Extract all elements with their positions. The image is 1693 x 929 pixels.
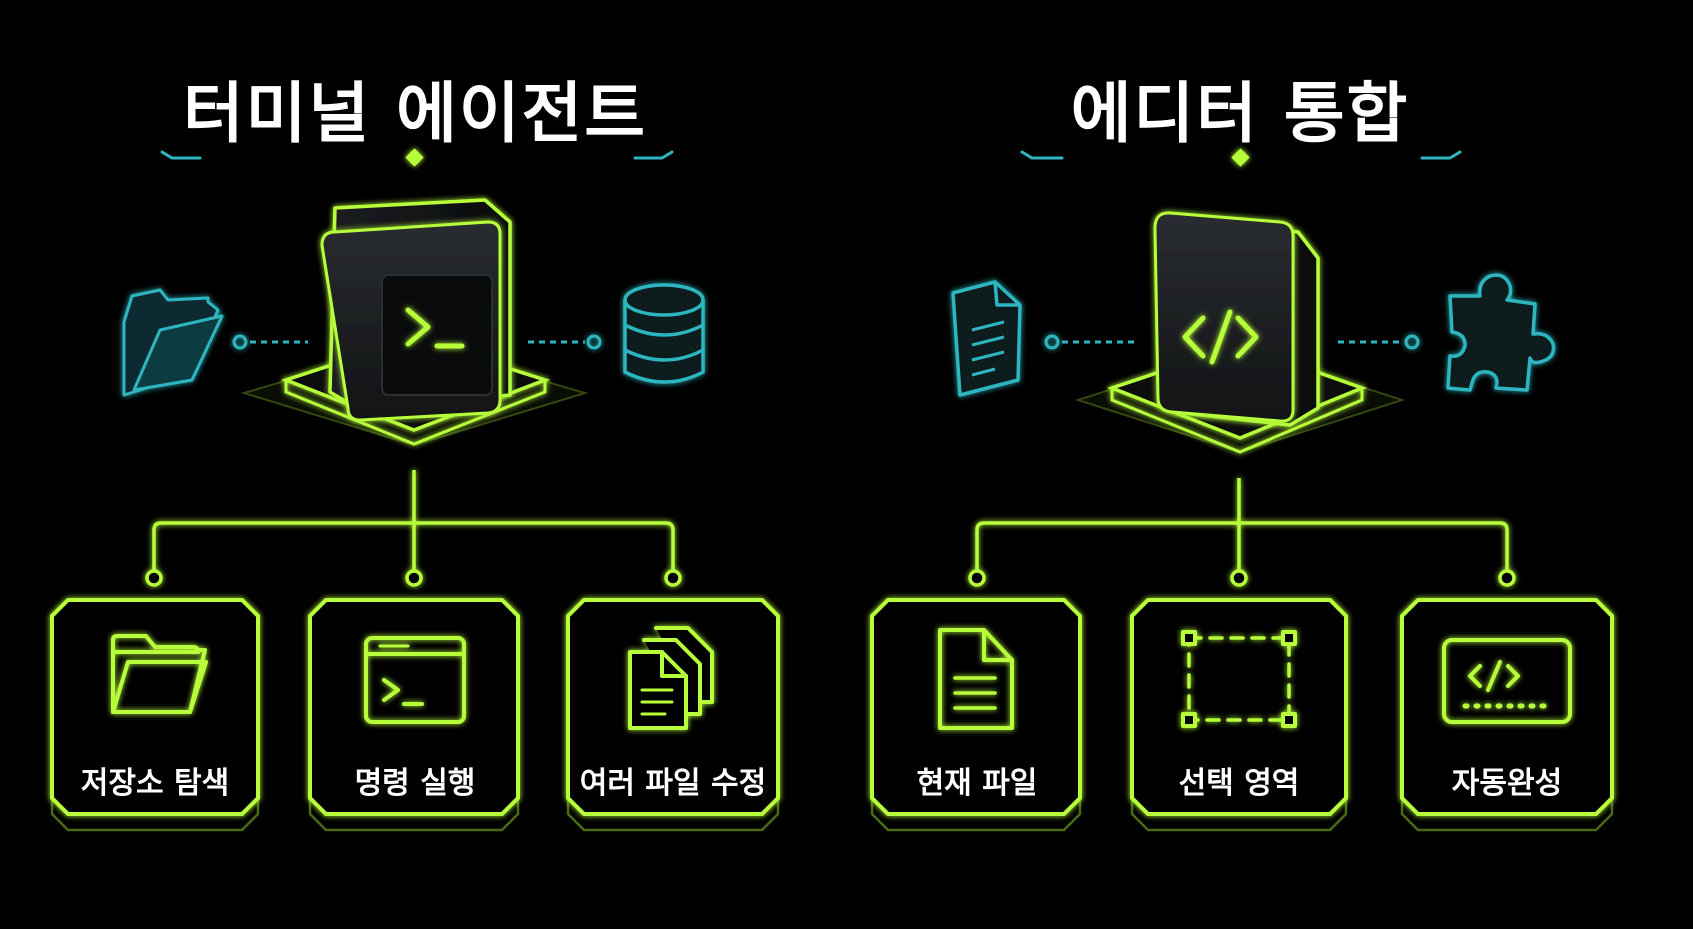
puzzle-connector <box>1338 334 1420 350</box>
puzzle-piece-icon <box>1446 273 1556 392</box>
editor-integration-title: 에디터 통합 <box>1070 75 1410 152</box>
editor-tree-connector <box>968 478 1516 587</box>
card-label-autocomplete: 자동완성 <box>1451 766 1563 801</box>
card-label-run-command: 명령 실행 <box>354 766 476 801</box>
feature-cards <box>50 598 1614 832</box>
card-multiple-files-icon <box>628 626 714 730</box>
editor-cube <box>1153 211 1320 427</box>
terminal-agent-title: 터미널 에이전트 <box>182 75 648 152</box>
card-selection-area-icon <box>1181 630 1297 728</box>
document-connector <box>1044 334 1138 350</box>
card-terminal-window-icon <box>364 636 466 724</box>
card-document-icon <box>938 628 1014 730</box>
document-icon <box>951 280 1022 397</box>
folder-connector <box>232 334 308 350</box>
card-label-multi-file-edit: 여러 파일 수정 <box>579 766 767 801</box>
title-divider <box>160 148 674 167</box>
terminal-cube <box>320 198 512 422</box>
title-divider <box>1020 148 1462 167</box>
card-folder-icon <box>111 634 208 714</box>
terminal-prompt-icon <box>405 307 465 349</box>
folder-icon <box>122 288 224 397</box>
card-label-selection: 선택 영역 <box>1178 766 1300 801</box>
database-icon <box>623 283 705 384</box>
code-brackets-icon <box>1182 309 1259 365</box>
database-connector <box>528 334 602 350</box>
card-selection <box>1130 598 1348 832</box>
editor-integration-section <box>951 148 1556 587</box>
terminal-agent-section <box>122 148 705 587</box>
terminal-tree-connector <box>145 470 682 587</box>
card-repo-explore <box>50 598 260 832</box>
card-label-current-file: 현재 파일 <box>916 766 1038 801</box>
card-label-repo-explore: 저장소 탐색 <box>80 766 230 801</box>
card-autocomplete-code-icon <box>1442 638 1572 724</box>
card-icons <box>111 626 1572 730</box>
